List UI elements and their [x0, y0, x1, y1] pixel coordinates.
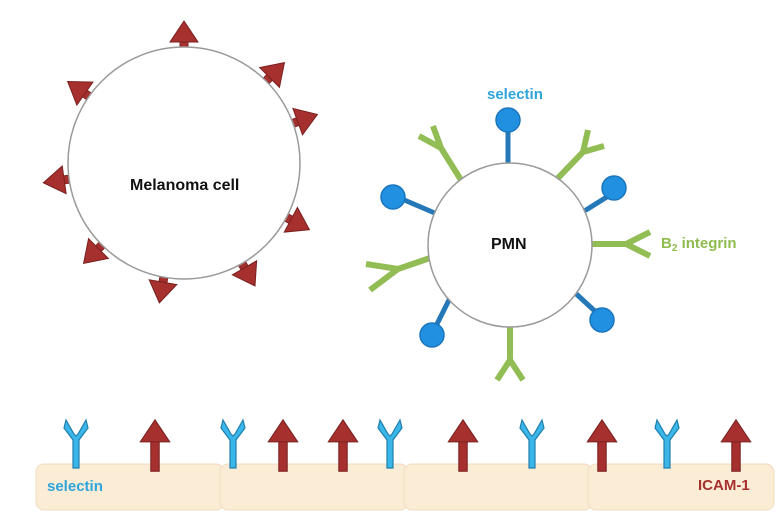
endothelial-cell [403, 463, 593, 511]
integrin-y-icon [365, 255, 431, 293]
endothelial-receptors [63, 418, 752, 472]
integrin-y-icon [555, 129, 605, 181]
integrin-label: B2 integrin [661, 235, 737, 254]
selectin-ball-icon [589, 307, 615, 333]
selectin-ball-icon [380, 184, 406, 210]
selectin-y-icon [654, 418, 680, 469]
integrin-label-suffix: integrin [677, 235, 737, 252]
selectin-y-icon [220, 418, 246, 469]
endothelium [35, 463, 775, 511]
integrin-y-icon [590, 229, 652, 259]
pmn-label: PMN [491, 236, 527, 253]
selectin-y-icon [63, 418, 89, 469]
selectin-y-icon [377, 418, 403, 469]
integrin-label-subscript: 2 [671, 243, 678, 254]
selectin-y-icon [519, 418, 545, 469]
integrin-y-icon [494, 318, 526, 382]
integrin-label-prefix: B [661, 235, 672, 252]
selectin-ball-icon [495, 107, 521, 133]
endothelial-cell [587, 463, 775, 511]
melanoma-cell-group [40, 20, 323, 306]
selectin-ball-icon [419, 322, 445, 348]
icam-label: ICAM-1 [698, 477, 750, 494]
endothelial-cell [219, 463, 409, 511]
melanoma-cell-label: Melanoma cell [130, 177, 240, 194]
selectin-ball-icon [601, 175, 627, 201]
integrin-y-icon [417, 124, 464, 182]
melanoma-cell [67, 46, 301, 280]
selectin-label-top: selectin [487, 86, 543, 103]
pmn-cell-group [365, 107, 652, 382]
pmn-cell [427, 162, 593, 328]
selectin-label-bottom: selectin [47, 478, 103, 495]
